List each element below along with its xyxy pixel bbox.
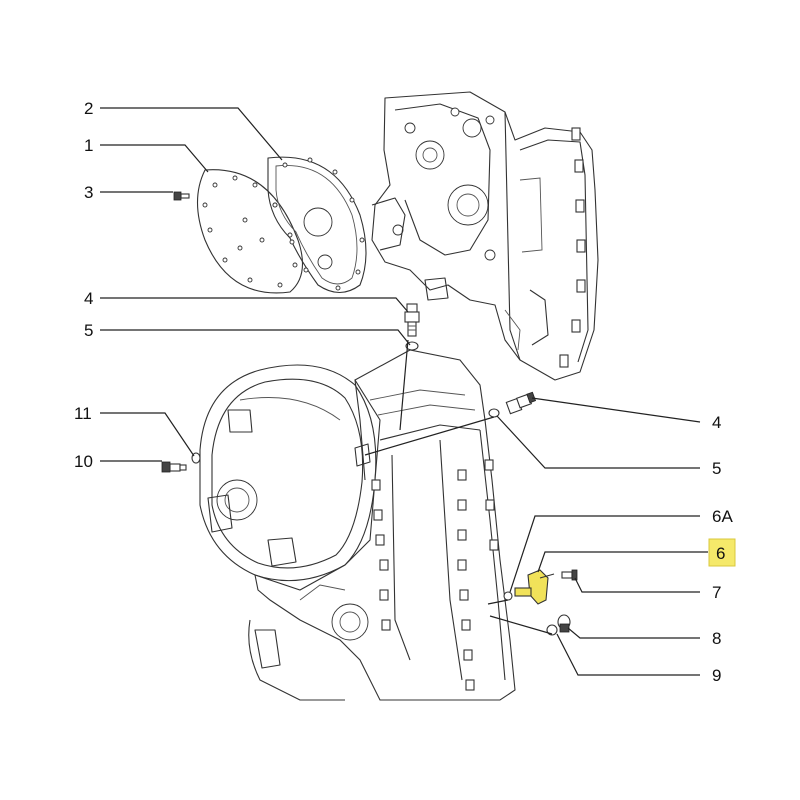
- main-transmission-drawing: [199, 349, 516, 701]
- callout-1-top: 1: [84, 136, 93, 155]
- callout-6: 6: [716, 544, 725, 563]
- callout-2-top: 2: [84, 99, 93, 118]
- callout-3-top: 3: [84, 183, 93, 202]
- fitting-10-drawing: [161, 461, 187, 473]
- gasket-drawing: [267, 156, 367, 294]
- callout-7: 7: [712, 583, 721, 602]
- o-ring-6a: [503, 591, 513, 601]
- callout-6a: 6A: [712, 507, 733, 526]
- callout-4-left: 4: [84, 289, 93, 308]
- callout-10: 10: [74, 452, 93, 471]
- highlight-box-6: [708, 538, 736, 567]
- upper-housing-drawing: [371, 91, 599, 381]
- sensor-6-drawing: [514, 569, 555, 605]
- callout-8: 8: [712, 629, 721, 648]
- callout-4-right: 4: [712, 413, 721, 432]
- callout-11: 11: [74, 404, 92, 423]
- callout-5-left: 5: [84, 321, 93, 340]
- callout-5-right: 5: [712, 459, 721, 478]
- callout-numbers: 2 1 3 4 5 11 10 4 5 6A 6 7 8 9: [74, 99, 733, 685]
- cover-plate-drawing: [197, 169, 304, 294]
- screw-7-drawing: [561, 569, 578, 581]
- callout-9: 9: [712, 666, 721, 685]
- o-ring-9: [546, 624, 558, 636]
- breather-4-right-drawing: [505, 391, 537, 415]
- leader-lines: [100, 107, 708, 676]
- plug-8-drawing: [557, 614, 571, 633]
- breather-4-drawing: [404, 303, 420, 337]
- bolt-3-drawing: [173, 191, 190, 201]
